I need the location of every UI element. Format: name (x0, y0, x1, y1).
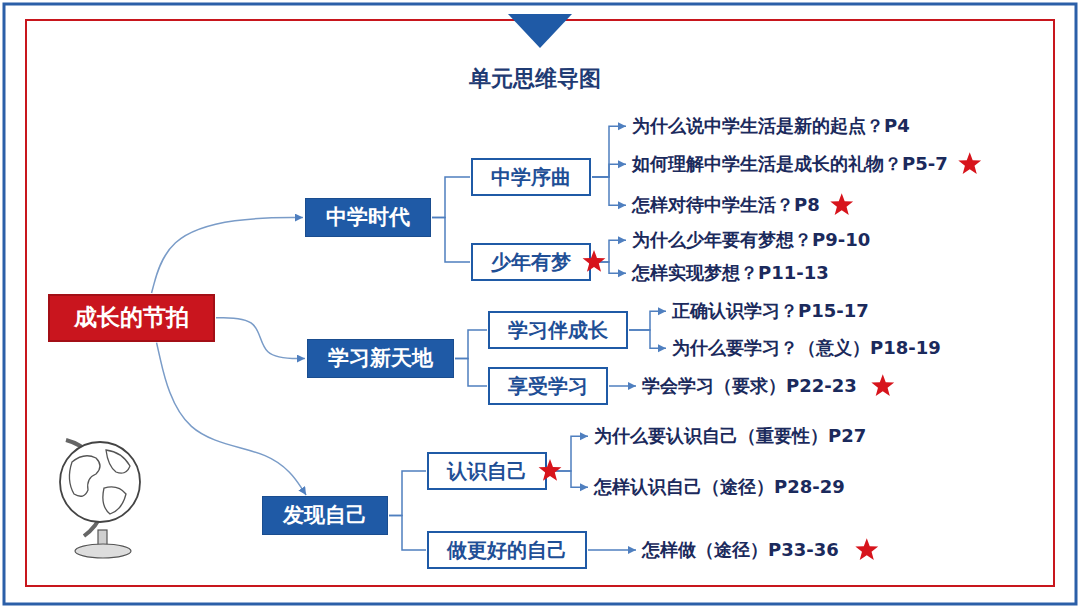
node-label: 怎样对待中学生活？P8 (632, 194, 820, 217)
question-text-node: 学会学习（要求）P22-23 (640, 374, 859, 399)
topic-box: 中学时代 (305, 198, 431, 237)
topic-box: 学习新天地 (307, 339, 454, 378)
globe-continent (103, 487, 126, 514)
key-point-star (583, 250, 606, 272)
key-point-star (830, 193, 853, 215)
subtopic-box: 少年有梦 (471, 243, 591, 281)
node-label: 做更好的自己 (447, 538, 567, 562)
node-label: 中学序曲 (491, 165, 571, 189)
connector (592, 126, 626, 177)
question-text-node: 如何理解中学生活是成长的礼物？P5-7 (630, 152, 950, 177)
question-text-node: 怎样对待中学生活？P8 (630, 193, 822, 218)
node-label: 发现自己 (283, 503, 367, 528)
connector (592, 240, 626, 262)
node-label: 少年有梦 (491, 250, 571, 274)
top-chevron (508, 14, 572, 48)
node-label: 怎样做（途径）P33-36 (642, 539, 839, 562)
connector (216, 318, 305, 359)
question-text-node: 为什么要认识自己（重要性）P27 (592, 424, 868, 449)
node-label: 学习伴成长 (508, 318, 608, 342)
outer-frame (4, 4, 1076, 604)
inner-frame (26, 20, 1054, 586)
globe-continent (69, 456, 100, 497)
node-label: 学习新天地 (328, 346, 433, 371)
node-label: 怎样实现梦想？P11-13 (632, 262, 829, 285)
node-label: 为什么要认识自己（重要性）P27 (594, 425, 866, 448)
root-box: 成长的节拍 (48, 294, 215, 342)
globe-continent (106, 450, 130, 473)
connector (609, 385, 636, 387)
node-label: 享受学习 (508, 374, 588, 398)
key-point-star (958, 152, 981, 174)
node-label: 为什么少年要有梦想？P9-10 (632, 229, 870, 252)
node-label: 中学时代 (326, 205, 410, 230)
node-label: 正确认识学习？P15-17 (672, 300, 869, 323)
connector (389, 471, 426, 516)
question-text-node: 为什么少年要有梦想？P9-10 (630, 228, 872, 253)
node-label: 为什么要学习？（意义）P18-19 (672, 337, 941, 360)
connector (455, 330, 487, 359)
connector (432, 177, 470, 218)
connector (152, 218, 303, 293)
question-text-node: 为什么说中学生活是新的起点？P4 (630, 114, 912, 139)
connector (432, 218, 470, 262)
node-label: 成长的节拍 (74, 304, 189, 332)
connector (592, 164, 626, 177)
connector (548, 471, 588, 487)
key-point-star (871, 374, 894, 396)
connector (389, 516, 426, 550)
subtopic-box: 做更好的自己 (427, 531, 587, 569)
question-text-node: 正确认识学习？P15-17 (670, 299, 871, 324)
connector (629, 330, 666, 348)
topic-box: 发现自己 (262, 496, 388, 535)
question-text-node: 怎样认识自己（途径）P28-29 (592, 475, 847, 500)
connector (592, 177, 626, 205)
subtopic-box: 认识自己 (427, 452, 547, 490)
connector (157, 343, 307, 495)
node-label: 如何理解中学生活是成长的礼物？P5-7 (632, 153, 948, 176)
subtopic-box: 学习伴成长 (488, 311, 628, 349)
node-label: 怎样认识自己（途径）P28-29 (594, 476, 845, 499)
key-point-star (539, 459, 562, 481)
diagram-title: 单元思维导图 (469, 66, 601, 92)
connector (592, 262, 626, 273)
connector (548, 436, 588, 471)
node-label: 为什么说中学生活是新的起点？P4 (632, 115, 910, 138)
connector (455, 359, 487, 386)
globe-illustration (60, 440, 140, 558)
connector (629, 311, 666, 330)
key-point-star (855, 538, 878, 560)
question-text-node: 为什么要学习？（意义）P18-19 (670, 336, 943, 361)
globe-sphere (60, 442, 140, 522)
node-label: 学会学习（要求）P22-23 (642, 375, 857, 398)
question-text-node: 怎样做（途径）P33-36 (640, 538, 841, 563)
node-label: 认识自己 (447, 459, 527, 483)
subtopic-box: 中学序曲 (471, 158, 591, 196)
globe-base (75, 544, 131, 558)
connector (588, 549, 636, 551)
subtopic-box: 享受学习 (488, 367, 608, 405)
question-text-node: 怎样实现梦想？P11-13 (630, 261, 831, 286)
